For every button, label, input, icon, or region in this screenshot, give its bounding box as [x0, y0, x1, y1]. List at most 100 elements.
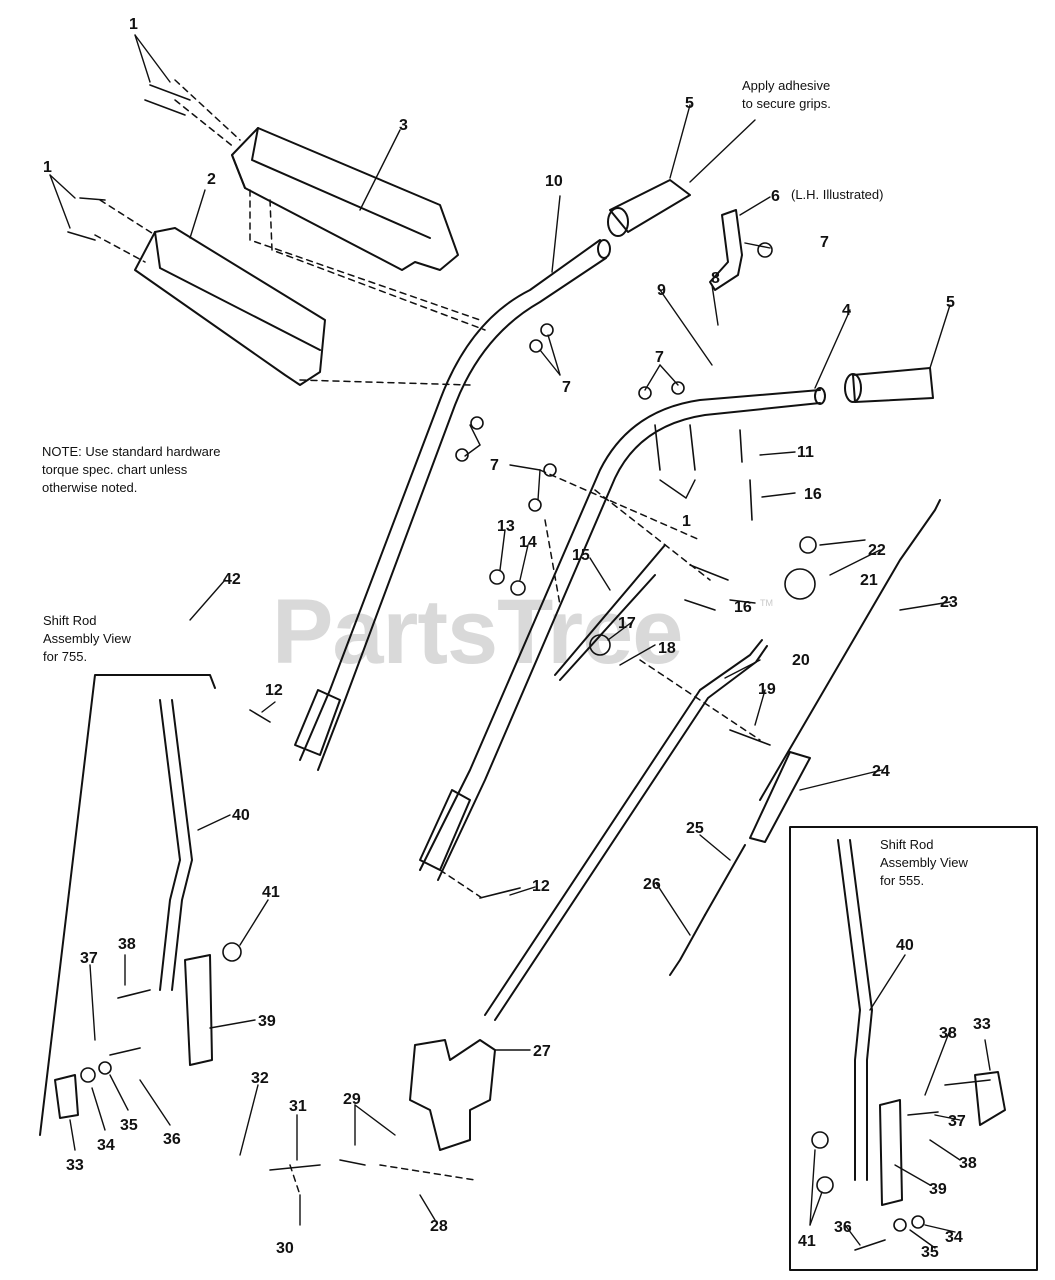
- callout-16a: 16: [804, 486, 822, 503]
- hardware-note-line-1: NOTE: Use standard hardware: [42, 444, 221, 459]
- callout-1c: 1: [682, 513, 691, 530]
- bracket-33-555: [974, 1071, 1006, 1126]
- callout-10: 10: [545, 173, 563, 190]
- callout-17: 17: [618, 615, 636, 632]
- callout-36a: 36: [163, 1131, 181, 1148]
- spring-26: [669, 914, 706, 976]
- view-755-label: Shift Rod Assembly View for 755.: [43, 612, 131, 666]
- callout-15: 15: [572, 547, 590, 564]
- callout-24: 24: [872, 763, 890, 780]
- view-755-line-3: for 755.: [43, 649, 88, 664]
- hardware-note-line-3: otherwise noted.: [42, 480, 138, 495]
- callout-5a: 5: [685, 95, 694, 112]
- lh-illustrated-note: (L.H. Illustrated): [791, 186, 883, 204]
- callout-28: 28: [430, 1218, 448, 1235]
- callout-6: 6: [771, 188, 780, 205]
- callout-27: 27: [533, 1043, 551, 1060]
- spring-handle-24: [749, 751, 811, 843]
- callout-29: 29: [343, 1091, 361, 1108]
- handle-tube-10: [299, 239, 601, 761]
- view-555-label: Shift Rod Assembly View for 555.: [880, 836, 968, 890]
- adhesive-note-line-2: to secure grips.: [742, 96, 831, 111]
- callout-39b: 39: [929, 1181, 947, 1198]
- hardware-note-line-2: torque spec. chart unless: [42, 462, 188, 477]
- callout-42: 42: [223, 571, 241, 588]
- chain-25: [704, 844, 746, 916]
- callout-25: 25: [686, 820, 704, 837]
- handle-tube-4: [419, 389, 821, 871]
- callout-13: 13: [497, 518, 515, 535]
- callout-38c: 38: [959, 1155, 977, 1172]
- adhesive-note-line-1: Apply adhesive: [742, 78, 831, 93]
- callout-7b: 7: [562, 379, 571, 396]
- callout-21: 21: [860, 572, 878, 589]
- cable-23: [759, 499, 941, 801]
- callout-18: 18: [658, 640, 676, 657]
- link-15: [554, 544, 666, 681]
- shift-rod-20: [484, 639, 763, 1016]
- bracket-33-755: [54, 1074, 79, 1119]
- view-755-line-2: Assembly View: [43, 631, 131, 646]
- callout-2: 2: [207, 171, 216, 188]
- handle-cover-3: [231, 127, 459, 271]
- callout-37a: 37: [80, 950, 98, 967]
- callout-34a: 34: [97, 1137, 115, 1154]
- callout-11: 11: [797, 444, 814, 461]
- callout-35b: 35: [921, 1244, 939, 1261]
- lever-6: [709, 209, 743, 291]
- callout-5b: 5: [946, 294, 955, 311]
- view-555-line-2: Assembly View: [880, 855, 968, 870]
- view-555-line-1: Shift Rod: [880, 837, 934, 852]
- callout-34b: 34: [945, 1229, 963, 1246]
- callout-37b: 37: [948, 1113, 966, 1130]
- trademark-mark: TM: [760, 598, 773, 608]
- view-755-line-1: Shift Rod: [43, 613, 97, 628]
- callout-41a: 41: [262, 884, 280, 901]
- callout-26: 26: [643, 876, 661, 893]
- callout-38a: 38: [118, 936, 136, 953]
- view-555-line-3: for 555.: [880, 873, 925, 888]
- callout-33b: 33: [973, 1016, 991, 1033]
- callout-8: 8: [711, 270, 720, 287]
- shift-rod-40-755: [159, 699, 193, 991]
- callout-3: 3: [399, 117, 408, 134]
- plate-39-755: [184, 954, 213, 1066]
- callout-4: 4: [842, 302, 851, 319]
- callout-31: 31: [289, 1098, 307, 1115]
- callout-35a: 35: [120, 1117, 138, 1134]
- callout-7c: 7: [655, 349, 664, 366]
- callout-1a: 1: [129, 16, 138, 33]
- grip-5-right: [852, 367, 934, 403]
- callout-16b: 16: [734, 599, 752, 616]
- callout-19: 19: [758, 681, 776, 698]
- lh-illustrated-text: (L.H. Illustrated): [791, 187, 884, 202]
- callout-33a: 33: [66, 1157, 84, 1174]
- callout-14: 14: [519, 534, 537, 551]
- callout-39a: 39: [258, 1013, 276, 1030]
- callout-40a: 40: [232, 807, 250, 824]
- callout-23: 23: [940, 594, 958, 611]
- callout-12b: 12: [532, 878, 550, 895]
- callout-1b: 1: [43, 159, 52, 176]
- callout-30: 30: [276, 1240, 294, 1257]
- callout-38b: 38: [939, 1025, 957, 1042]
- callout-22: 22: [868, 542, 886, 559]
- callout-32: 32: [251, 1070, 269, 1087]
- callout-7a: 7: [820, 234, 829, 251]
- shift-rod-40-555: [837, 839, 873, 1181]
- callout-40b: 40: [896, 937, 914, 954]
- grip-5-upper: [609, 179, 691, 233]
- callout-9: 9: [657, 282, 666, 299]
- callout-7d: 7: [490, 457, 499, 474]
- callout-20: 20: [792, 652, 810, 669]
- handle-cover-2: [134, 227, 326, 386]
- callout-36b: 36: [834, 1219, 852, 1236]
- view-555-box: [789, 826, 1038, 1271]
- callout-41b: 41: [798, 1233, 816, 1250]
- callout-12a: 12: [265, 682, 283, 699]
- hardware-note: NOTE: Use standard hardware torque spec.…: [42, 443, 220, 497]
- partstree-watermark: PartsTree: [272, 581, 683, 683]
- plate-39-555: [879, 1099, 903, 1206]
- adhesive-note: Apply adhesive to secure grips.: [742, 77, 831, 113]
